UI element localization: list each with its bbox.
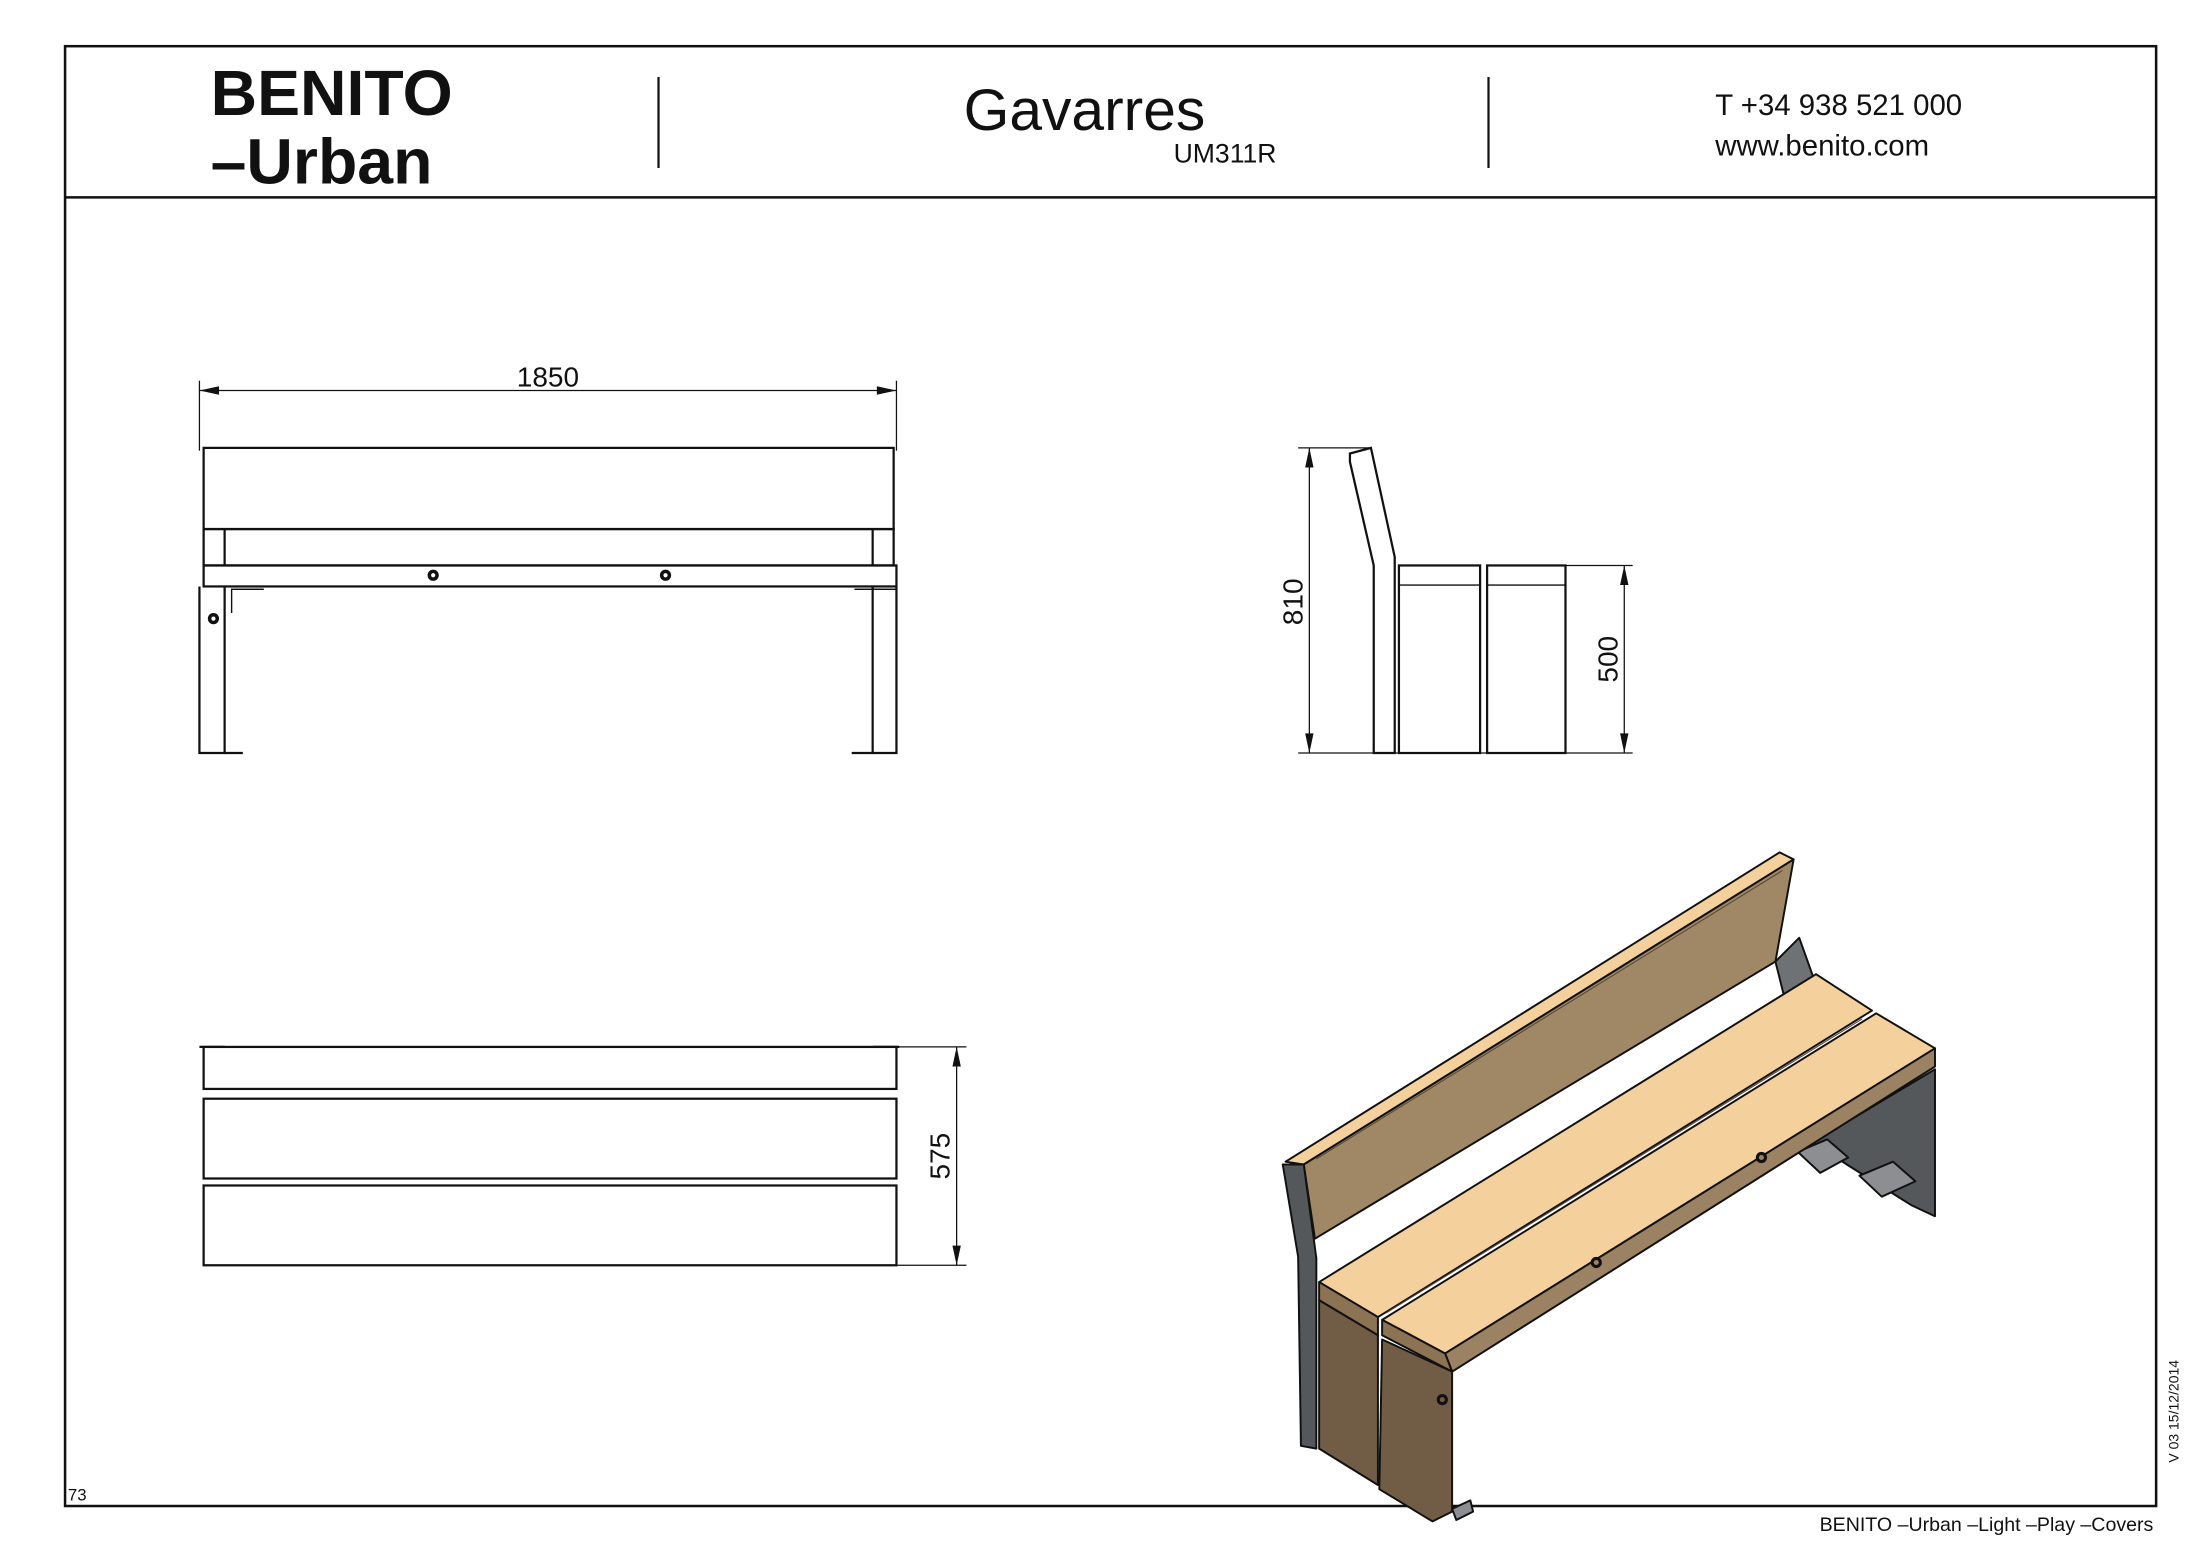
footer-brand-lines: BENITO –Urban –Light –Play –Covers xyxy=(1820,1514,2154,1536)
product-code: UM311R xyxy=(1174,138,1277,168)
top-view: 575 xyxy=(199,1045,967,1267)
isometric-bench-render xyxy=(1281,851,1936,1523)
height-dimension: 810 xyxy=(1277,578,1308,625)
product-name: Gavarres xyxy=(964,78,1206,143)
side-view: 810 500 xyxy=(1277,446,1633,755)
page-frame xyxy=(63,44,2158,1508)
website-link[interactable]: www.benito.com xyxy=(1714,129,1929,162)
width-dimension: 1850 xyxy=(517,361,579,392)
page-number: 73 xyxy=(68,1485,87,1504)
brand-line-1: BENITO xyxy=(211,57,453,129)
depth-dimension: 575 xyxy=(925,1133,956,1180)
version-label: V 03 15/12/2014 xyxy=(2166,1360,2182,1463)
phone-number: T +34 938 521 000 xyxy=(1715,89,1962,122)
seat-height-dimension: 500 xyxy=(1592,636,1623,683)
brand-logo: BENITO –Urban xyxy=(211,57,453,198)
brand-line-2: –Urban xyxy=(211,125,433,197)
front-view: 1850 xyxy=(198,361,898,755)
arrow-icon xyxy=(199,386,220,395)
arrow-icon xyxy=(876,386,897,395)
